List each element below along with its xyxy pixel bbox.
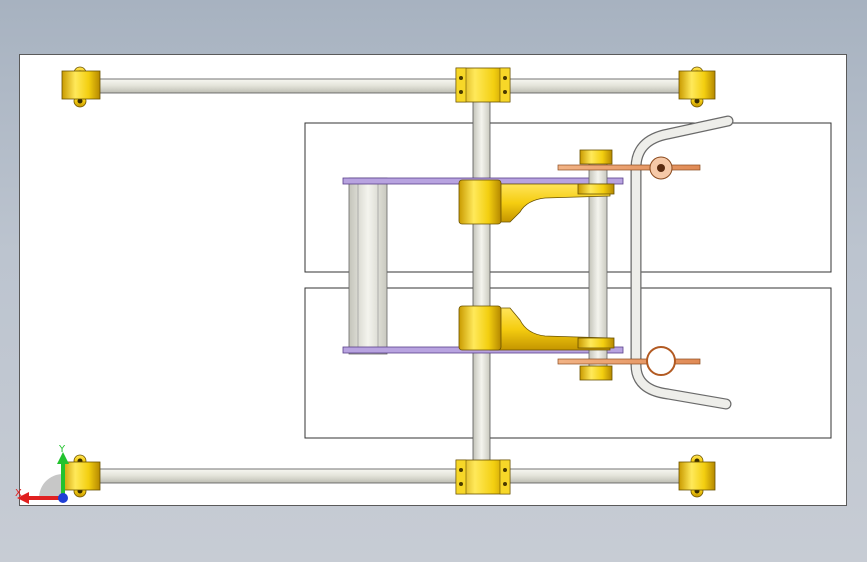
lower-orange-lever[interactable]: [557, 346, 701, 376]
z-axis-dot: [58, 493, 68, 503]
top-left-end-mount[interactable]: [61, 66, 101, 108]
bottom-crossbar-rod[interactable]: [91, 468, 698, 484]
y-axis-label: Y: [58, 444, 66, 455]
center-vertical-shaft[interactable]: [472, 95, 491, 469]
bottom-right-end-mount[interactable]: [678, 454, 716, 498]
axis-triad: Y X: [15, 444, 69, 504]
lower-pin-boss[interactable]: [577, 337, 615, 381]
upper-orange-lever[interactable]: [557, 156, 701, 180]
left-roller[interactable]: [348, 177, 388, 355]
top-right-end-mount[interactable]: [678, 66, 716, 108]
upper-pin-boss[interactable]: [577, 149, 615, 195]
x-axis-label: X: [15, 488, 22, 499]
top-center-clamp[interactable]: [455, 67, 511, 103]
top-crossbar-rod[interactable]: [91, 78, 698, 94]
handle-tube[interactable]: [630, 115, 734, 410]
bottom-center-clamp[interactable]: [455, 459, 511, 495]
bottom-left-end-mount[interactable]: [61, 454, 101, 498]
